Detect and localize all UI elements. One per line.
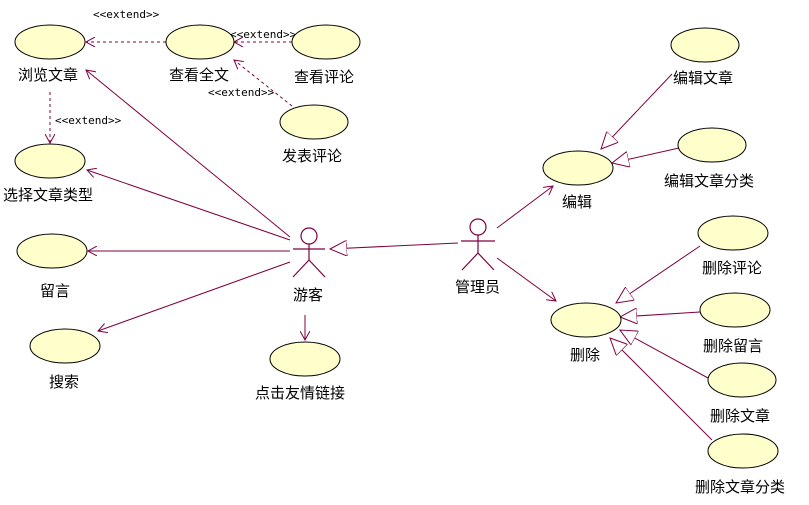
actor-visitor-label: 游客 xyxy=(293,286,323,304)
usecase-delete-category-label: 删除文章分类 xyxy=(695,478,785,496)
generalization-admin-visitor xyxy=(330,243,459,249)
usecase-delete-comment-label: 删除评论 xyxy=(702,259,762,277)
usecase-delete-category[interactable] xyxy=(707,433,779,469)
usecase-edit[interactable] xyxy=(542,150,614,186)
assoc-admin-edit xyxy=(496,186,553,229)
usecase-delete-article[interactable] xyxy=(707,362,777,398)
gen-deletemessage-delete xyxy=(620,312,701,317)
assoc-admin-delete xyxy=(496,257,556,301)
gen-editcategory-edit xyxy=(612,147,680,163)
usecase-delete-article-label: 删除文章 xyxy=(710,407,770,425)
actor-admin-head xyxy=(469,218,487,236)
extend-label-browse-selecttype: <<extend>> xyxy=(55,114,122,127)
extend-label-comments-viewfull: <<extend>> xyxy=(230,28,297,41)
usecase-view-comments[interactable] xyxy=(291,24,361,60)
usecase-select-type-label: 选择文章类型 xyxy=(3,186,93,204)
extend-line-post-viewfull xyxy=(234,60,293,107)
usecase-view-full-label: 查看全文 xyxy=(169,66,229,84)
actor-visitor-leg-left xyxy=(292,259,310,278)
usecase-delete-comment[interactable] xyxy=(697,215,769,251)
gen-deletearticle-delete xyxy=(620,330,709,379)
assoc-visitor-selecttype xyxy=(87,170,291,241)
usecase-post-comment[interactable] xyxy=(279,104,349,140)
usecase-edit-article-label: 编辑文章 xyxy=(673,69,733,87)
usecase-browse[interactable] xyxy=(14,24,86,60)
extend-label-post-viewfull: <<extend>> xyxy=(208,86,275,99)
gen-deletecomment-delete xyxy=(616,245,701,303)
usecase-edit-article[interactable] xyxy=(670,27,740,63)
usecase-message[interactable] xyxy=(16,233,88,269)
assoc-visitor-search xyxy=(98,261,291,331)
usecase-friend-link[interactable] xyxy=(269,341,341,377)
usecase-friend-link-label: 点击友情链接 xyxy=(255,384,345,402)
usecase-view-full[interactable] xyxy=(165,24,235,60)
usecase-delete[interactable] xyxy=(550,302,622,338)
usecase-search[interactable] xyxy=(29,328,101,364)
actor-visitor-leg-right xyxy=(308,259,326,278)
usecase-edit-label: 编辑 xyxy=(562,193,592,211)
usecase-view-comments-label: 查看评论 xyxy=(294,68,354,86)
extend-label-viewfull-browse: <<extend>> xyxy=(93,8,160,21)
actor-visitor[interactable] xyxy=(292,227,326,278)
actor-admin-label: 管理员 xyxy=(455,278,500,296)
usecase-message-label: 留言 xyxy=(40,282,70,300)
usecase-delete-message[interactable] xyxy=(699,292,771,328)
actor-admin-leg-left xyxy=(461,252,479,271)
usecase-delete-message-label: 删除留言 xyxy=(703,337,763,355)
usecase-browse-label: 浏览文章 xyxy=(18,66,78,84)
usecase-post-comment-label: 发表评论 xyxy=(282,147,342,165)
usecase-edit-category[interactable] xyxy=(677,127,747,163)
usecase-edit-category-label: 编辑文章分类 xyxy=(664,172,754,190)
usecase-select-type[interactable] xyxy=(14,143,86,179)
gen-editarticle-edit xyxy=(601,73,673,149)
gen-deletecategory-delete xyxy=(610,338,713,441)
usecase-delete-label: 删除 xyxy=(570,346,600,364)
actor-visitor-head xyxy=(300,227,318,245)
actor-admin-leg-right xyxy=(477,252,495,271)
usecase-search-label: 搜索 xyxy=(49,373,79,391)
actor-admin[interactable] xyxy=(461,218,495,271)
assoc-visitor-browse xyxy=(86,70,291,238)
